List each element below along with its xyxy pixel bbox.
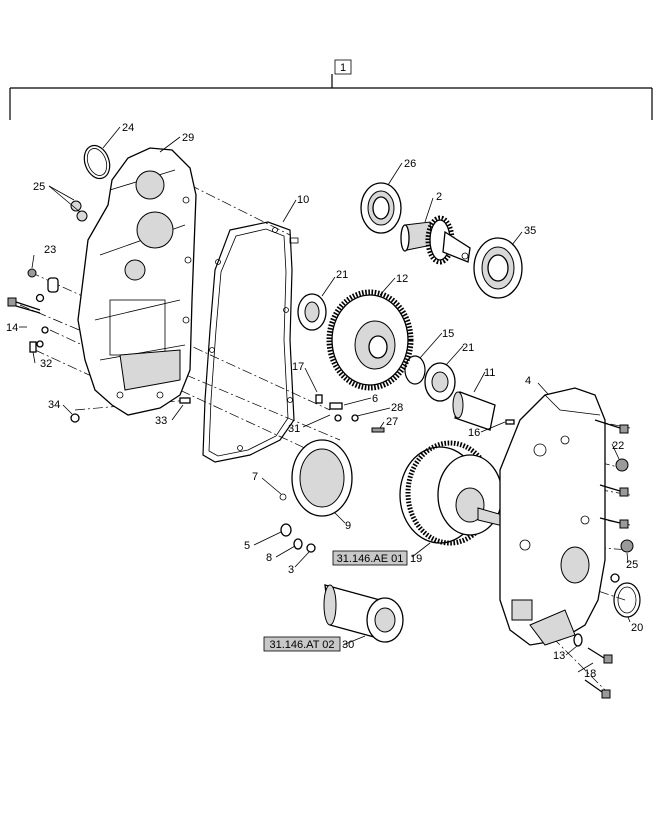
callout-14: 14 xyxy=(6,322,18,334)
callout-32: 32 xyxy=(40,358,52,370)
callout-9: 9 xyxy=(345,520,351,532)
callout-21-upper: 21 xyxy=(336,269,348,281)
reference-ae-text: 31.146.AE 01 xyxy=(337,553,404,565)
reference-tag-at[interactable]: 31.146.AT 02 xyxy=(263,636,341,652)
bearing-21-upper xyxy=(297,293,327,331)
plugs-25-left xyxy=(70,200,88,222)
pin-33 xyxy=(179,397,191,404)
callout-23: 23 xyxy=(44,244,56,256)
callout-22: 22 xyxy=(612,440,624,452)
callout-numbers: 24 29 25 23 14 32 34 33 10 26 2 35 21 12… xyxy=(6,122,643,680)
sleeve-11 xyxy=(452,391,496,431)
output-gear-19 xyxy=(399,440,521,546)
callout-12: 12 xyxy=(396,273,408,285)
plug-23 xyxy=(27,268,37,278)
bolt-14 xyxy=(7,297,41,314)
callout-5: 5 xyxy=(244,540,250,552)
callout-25-right: 25 xyxy=(626,559,638,571)
callout-27: 27 xyxy=(386,416,398,428)
callout-10: 10 xyxy=(297,194,309,206)
callout-19: 19 xyxy=(410,553,422,565)
small-parts-middle xyxy=(315,394,385,433)
seal-9 xyxy=(291,439,353,517)
reference-at-text: 31.146.AT 02 xyxy=(269,639,334,651)
callout-11: 11 xyxy=(484,367,495,379)
assembly-bracket: 1 xyxy=(9,59,653,120)
callout-24: 24 xyxy=(122,122,134,134)
callout-28: 28 xyxy=(391,402,403,414)
pinion-shaft-2 xyxy=(400,215,471,265)
callout-30: 30 xyxy=(342,639,354,651)
plug-22 xyxy=(615,458,629,472)
plug-25-right xyxy=(610,539,634,583)
bearing-21-lower xyxy=(424,362,456,402)
callout-21-lower: 21 xyxy=(462,342,474,354)
washers-5-8-3 xyxy=(280,523,316,553)
callout-33: 33 xyxy=(155,415,167,427)
callout-20: 20 xyxy=(631,622,643,634)
snap-ring-15 xyxy=(404,355,426,385)
assembly-label: 1 xyxy=(340,62,346,74)
actuator-30 xyxy=(323,584,404,643)
callout-4: 4 xyxy=(525,375,531,387)
o-ring-24 xyxy=(83,144,111,180)
o-ring-20 xyxy=(613,582,641,618)
callout-2: 2 xyxy=(436,191,442,203)
callout-25-left: 25 xyxy=(33,181,45,193)
callout-35: 35 xyxy=(524,225,536,237)
callout-18: 18 xyxy=(584,668,596,680)
reference-tag-ae[interactable]: 31.146.AE 01 xyxy=(332,550,408,566)
left-housing xyxy=(77,147,197,416)
callout-15: 15 xyxy=(442,328,454,340)
ball-7 xyxy=(279,493,287,501)
callout-6: 6 xyxy=(372,393,378,405)
callout-7: 7 xyxy=(252,471,258,483)
dowel-32 xyxy=(29,341,37,353)
right-housing-4 xyxy=(499,387,606,646)
callout-3: 3 xyxy=(288,564,294,576)
callout-17: 17 xyxy=(292,361,304,373)
gear-12 xyxy=(326,289,414,391)
callout-13: 13 xyxy=(553,650,565,662)
callout-16: 16 xyxy=(468,427,480,439)
bolts-right xyxy=(584,419,629,699)
callout-26: 26 xyxy=(404,158,416,170)
leader-lines xyxy=(19,126,631,673)
callout-34: 34 xyxy=(48,399,60,411)
fittings-left xyxy=(35,277,59,348)
bearing-35 xyxy=(473,237,523,299)
pin-16 xyxy=(505,419,515,425)
plug-34 xyxy=(70,413,80,423)
callout-8: 8 xyxy=(266,552,272,564)
bearing-26 xyxy=(360,182,402,234)
gasket-10 xyxy=(202,221,299,463)
callout-31: 31 xyxy=(288,423,300,435)
pin-13 xyxy=(573,633,583,647)
callout-29: 29 xyxy=(182,132,194,144)
